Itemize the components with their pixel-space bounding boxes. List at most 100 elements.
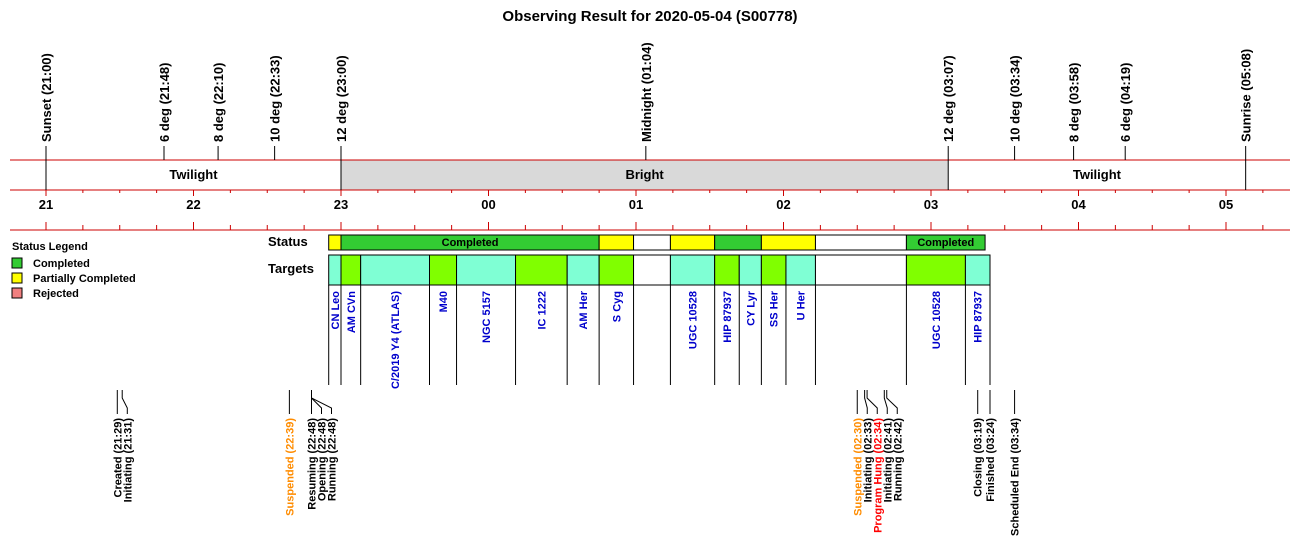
event-label: Suspended (22:39) (284, 418, 296, 516)
marker-label: Sunset (21:00) (39, 53, 54, 142)
target-label: AM CVn (346, 291, 358, 333)
hour-label: 22 (186, 197, 200, 212)
target-label: SS Her (769, 290, 781, 327)
target-block (964, 254, 991, 286)
band-label-twilight: Twilight (169, 167, 218, 182)
event-connector (864, 390, 868, 414)
status-segment-partial (669, 234, 716, 251)
event-label: Resuming (22:48) (307, 418, 319, 510)
target-block (714, 254, 740, 286)
target-block (360, 254, 430, 286)
target-block (598, 254, 635, 286)
event-label: Initiating (02:41) (882, 418, 894, 503)
hour-label: 21 (39, 197, 53, 212)
status-segment-none (814, 234, 907, 251)
legend-swatch-partial (11, 272, 23, 284)
legend-label: Partially Completed (33, 273, 136, 285)
target-block (328, 254, 342, 286)
hour-label: 05 (1219, 197, 1233, 212)
event-label: Opening (22:48) (317, 418, 329, 501)
status-segment-completed (905, 234, 986, 251)
event-label: Scheduled End (03:34) (1010, 418, 1022, 536)
target-label: CN Leo (330, 291, 342, 330)
event-label: Running (22:48) (327, 418, 339, 501)
event-connector (866, 390, 878, 414)
target-label: IC 1222 (536, 291, 548, 330)
target-label: C/2019 Y4 (ATLAS) (390, 291, 402, 389)
event-label: Running (02:42) (892, 418, 904, 501)
target-block (429, 254, 458, 286)
target-label: UGC 10528 (931, 291, 943, 349)
target-block (785, 254, 816, 286)
target-label: AM Her (578, 290, 590, 329)
status-row-label: Status (268, 234, 308, 249)
target-label: HIP 87937 (722, 291, 734, 343)
hour-label: 04 (1071, 197, 1086, 212)
event-connector (886, 390, 898, 414)
status-segment-partial (328, 234, 342, 251)
band-label-twilight: Twilight (1073, 167, 1122, 182)
status-segment-label: Completed (917, 237, 974, 249)
event-connector (311, 390, 332, 414)
target-block (456, 254, 517, 286)
marker-label: 8 deg (03:58) (1067, 63, 1082, 142)
hour-label: 23 (334, 197, 348, 212)
target-block (814, 254, 907, 286)
legend-swatch-rejected (11, 287, 23, 299)
target-label: NGC 5157 (481, 291, 493, 343)
status-segment-label: Completed (442, 237, 499, 249)
marker-label: 8 deg (22:10) (211, 63, 226, 142)
target-block (760, 254, 787, 286)
target-block (738, 254, 762, 286)
target-label: S Cyg (611, 291, 623, 322)
event-connector (121, 390, 128, 414)
target-block (340, 254, 362, 286)
marker-label: 6 deg (04:19) (1118, 63, 1133, 142)
status-segment-none (633, 234, 671, 251)
hour-label: 00 (481, 197, 495, 212)
marker-label: 12 deg (23:00) (334, 55, 349, 142)
event-label: Initiating (21:31) (122, 418, 134, 503)
target-label: U Her (796, 290, 808, 320)
event-label: Closing (03:19) (973, 418, 985, 497)
marker-label: Sunrise (05:08) (1239, 49, 1254, 142)
target-label: CY Lyr (745, 290, 757, 326)
target-block (905, 254, 966, 286)
sky-markers: Sunset (21:00) 6 deg (21:48) 8 deg (22:10)… (39, 42, 1254, 190)
marker-label: 6 deg (21:48) (157, 63, 172, 142)
event-label: Program Hung (02:34) (872, 418, 884, 533)
target-block (515, 254, 568, 286)
hour-label: 03 (924, 197, 938, 212)
event-label: Initiating (02:33) (862, 418, 874, 503)
target-block (566, 254, 600, 286)
target-label: M40 (438, 291, 450, 312)
legend-swatch-completed (11, 257, 23, 269)
marker-label: 10 deg (03:34) (1008, 55, 1023, 142)
hour-label: 02 (776, 197, 790, 212)
event-label: Suspended (02:30) (852, 418, 864, 516)
page-title: Observing Result for 2020-05-04 (S00778) (502, 8, 797, 25)
target-block (669, 254, 716, 286)
status-row: Status Completed Completed (268, 234, 986, 251)
targets-row: Targets CN Leo AM CVn C/2019 Y4 (ATLAS) M40 N… (268, 254, 991, 389)
time-axis: 21 22 23 00 01 02 03 04 05 (39, 190, 1264, 230)
band-label-bright: Bright (625, 167, 664, 182)
targets-row-label: Targets (268, 261, 314, 276)
target-label: UGC 10528 (688, 291, 700, 349)
target-block (633, 254, 671, 286)
sky-bands: Twilight Bright Twilight (10, 159, 1290, 231)
marker-label: 12 deg (03:07) (941, 55, 956, 142)
status-segment-completed (714, 234, 762, 251)
hour-label: 01 (629, 197, 643, 212)
status-segment-partial (760, 234, 816, 251)
event-connector (883, 390, 888, 414)
event-label: Finished (03:24) (985, 418, 997, 502)
bright-band (341, 160, 949, 190)
marker-label: Midnight (01:04) (639, 42, 654, 142)
event-log: Created (21:29)Initiating (21:31)Suspend… (112, 390, 1022, 536)
marker-label: 10 deg (22:33) (268, 55, 283, 142)
status-segment-partial (598, 234, 635, 251)
